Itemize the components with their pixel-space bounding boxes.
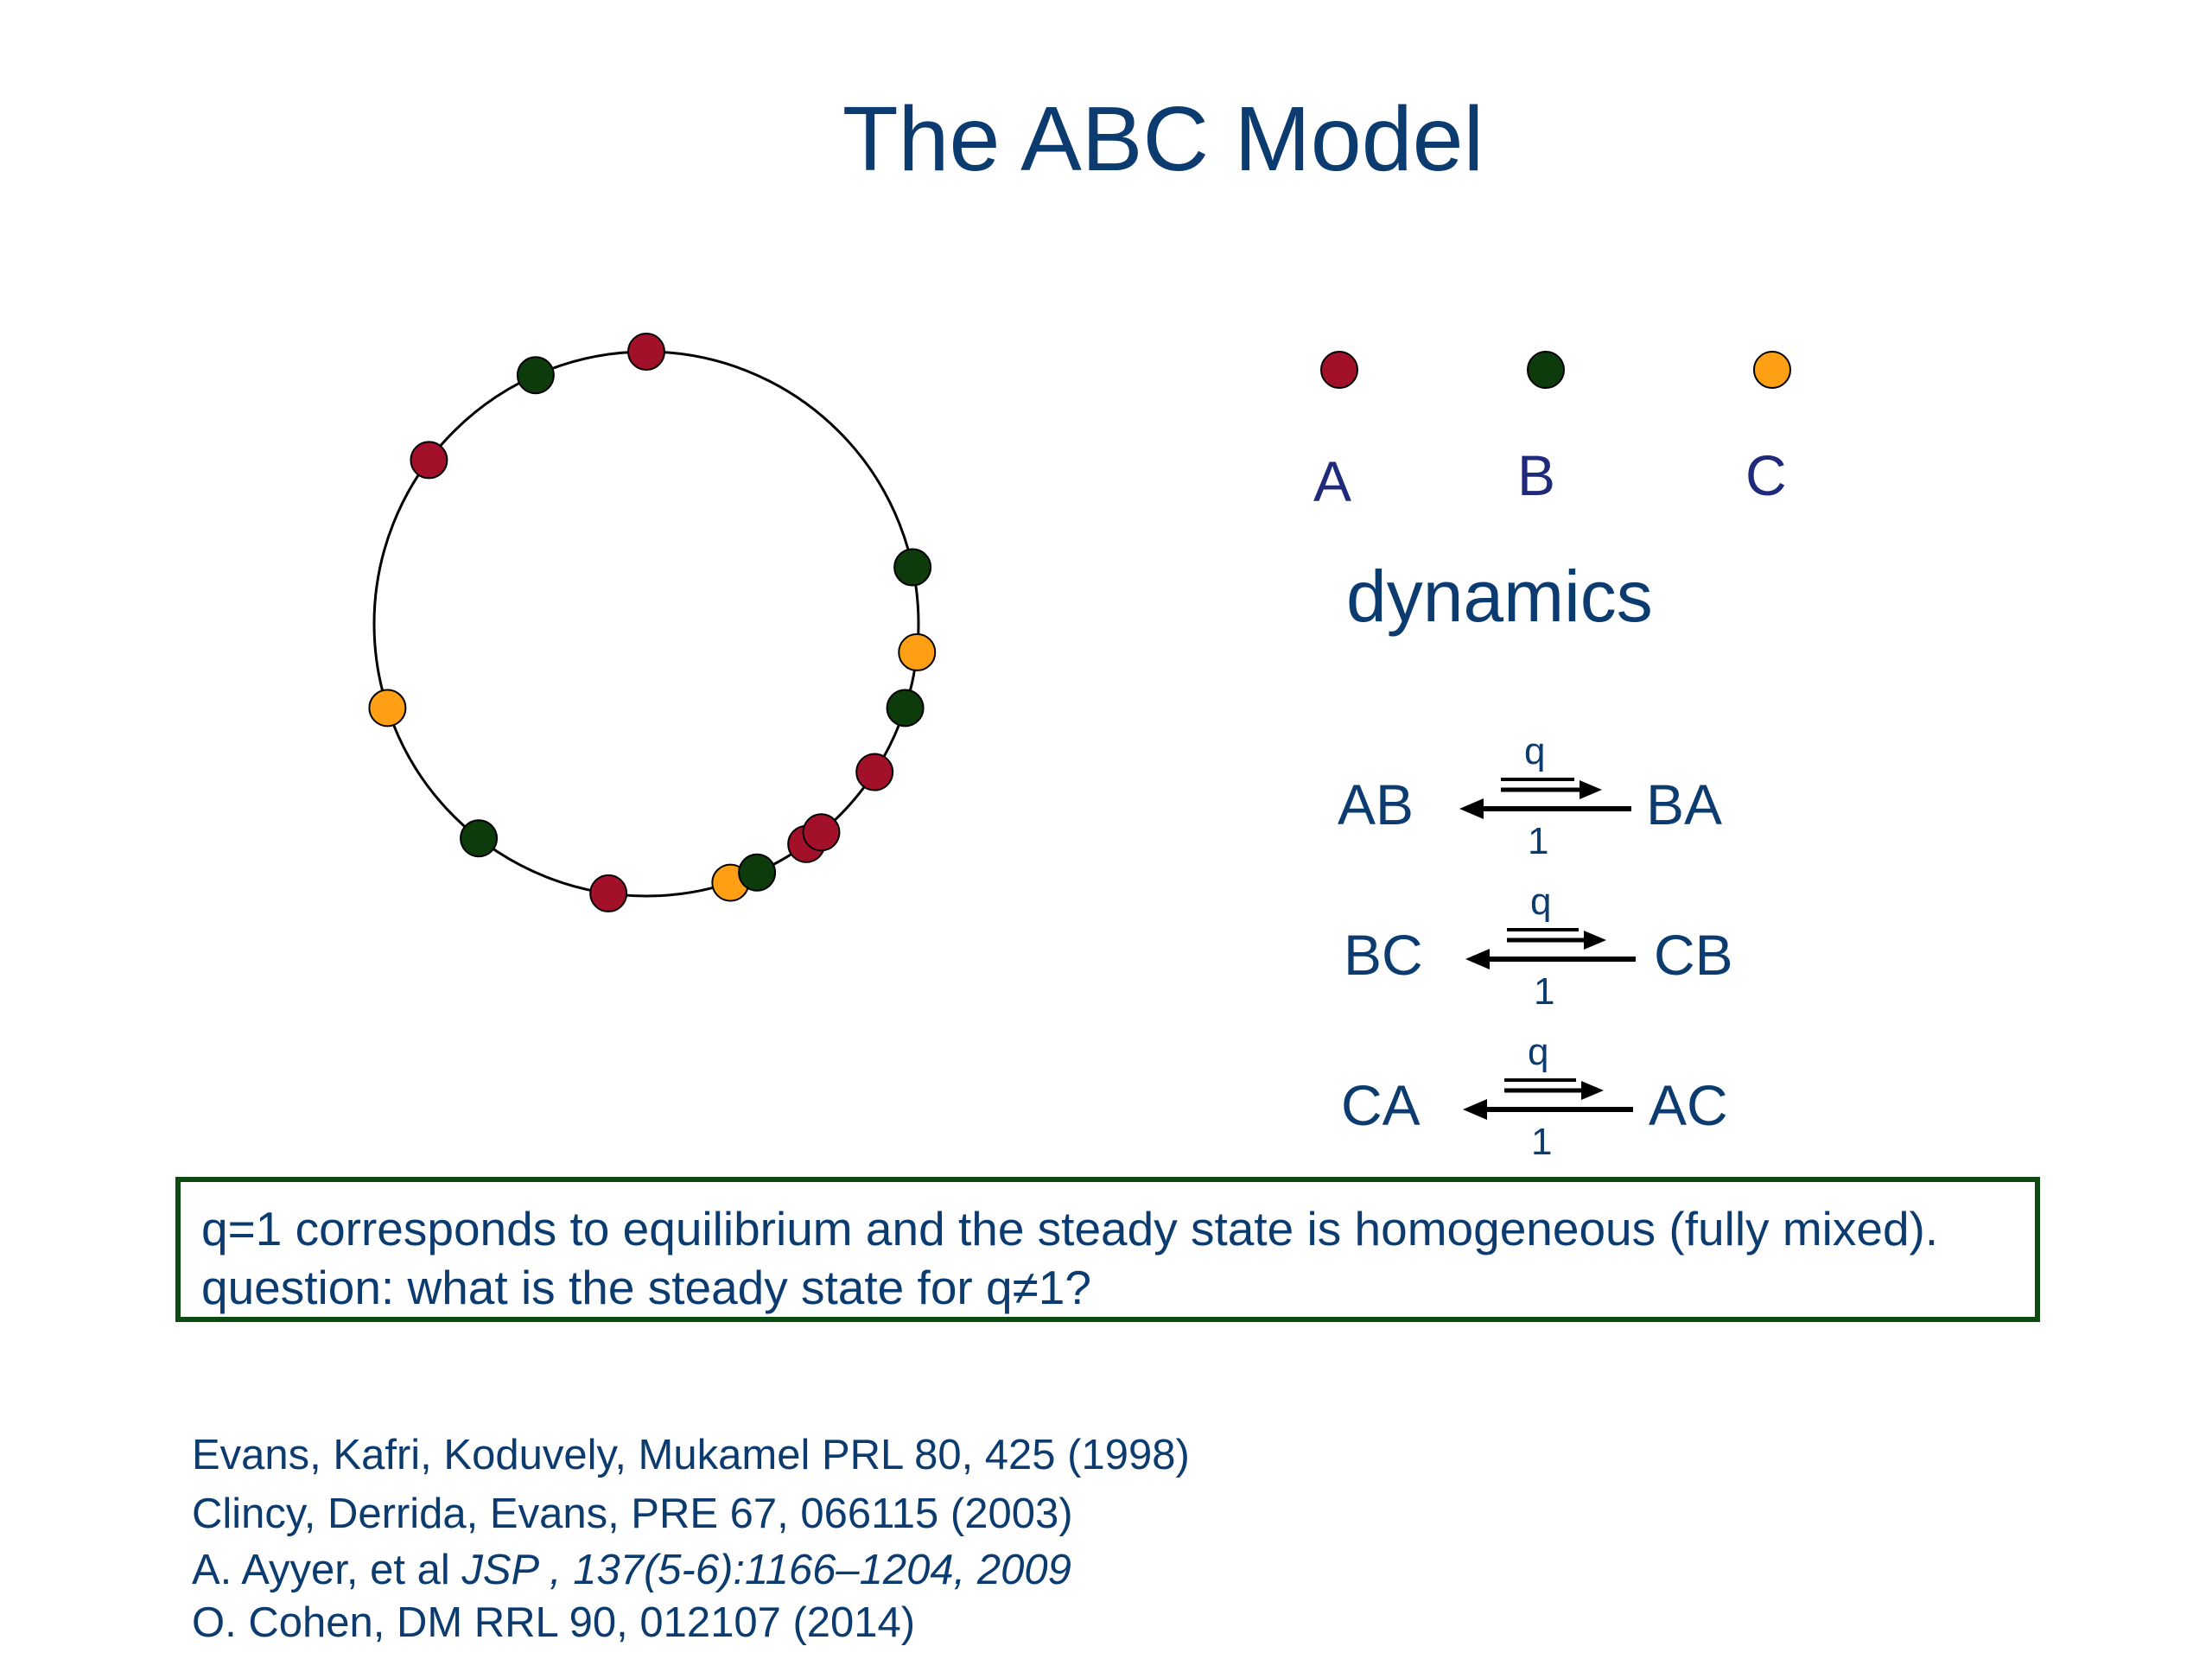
legend-label-c: C [1745, 443, 1787, 507]
ring-particle-b [886, 689, 925, 728]
legend-dot-b [1527, 351, 1565, 389]
legend-dot-a [1320, 351, 1358, 389]
reaction-2-arrows [1465, 928, 1636, 969]
reference-1: Evans, Kafri, Koduvely, Mukamel PRL 80, … [192, 1432, 1190, 1478]
ring-particle-c [898, 632, 937, 671]
reference-2: Clincy, Derrida, Evans, PRE 67, 066115 (… [192, 1491, 1073, 1537]
reaction-1-backward-rate: 1 [1528, 820, 1549, 862]
ring-circle [372, 350, 920, 898]
ring-particle-a [627, 333, 665, 371]
ring-particle-b [738, 853, 777, 892]
legend-label-b: B [1517, 443, 1556, 507]
slide-title: The ABC Model [842, 88, 1484, 190]
reaction-2-right: CB [1654, 923, 1733, 987]
ring-particle-c [368, 689, 407, 728]
legend-dot-c [1753, 351, 1791, 389]
reaction-2-backward-rate: 1 [1534, 970, 1555, 1013]
ring-particle-b [516, 356, 555, 395]
ring-particle-a [855, 753, 894, 791]
reaction-3-forward-rate: q [1528, 1031, 1549, 1073]
note-line-2: question: what is the steady state for q… [201, 1261, 1091, 1314]
ring-particle-a [410, 441, 448, 480]
reaction-2-forward-rate: q [1530, 880, 1552, 923]
reaction-3-arrows [1463, 1078, 1633, 1120]
reaction-1-arrows [1459, 778, 1631, 819]
reaction-3-backward-rate: 1 [1531, 1121, 1553, 1163]
ring-particle-b [893, 548, 932, 587]
reference-4: O. Cohen, DM RRL 90, 012107 (2014) [192, 1599, 916, 1646]
reference-3-journal: JSP , 137(5-6):1166–1204, 2009 [461, 1547, 1071, 1593]
note-line-1: q=1 corresponds to equilibrium and the s… [201, 1202, 1939, 1255]
reaction-3-left: CA [1341, 1073, 1421, 1137]
reaction-1-left: AB [1338, 772, 1414, 836]
reference-3: A. Ayyer, et al JSP , 137(5-6):1166–1204… [192, 1549, 1071, 1592]
ring-particle-a [589, 874, 628, 912]
ring-particle-b [460, 819, 499, 858]
reaction-3-right: AC [1649, 1073, 1728, 1137]
ring-particle-a [802, 813, 841, 852]
note-box: q=1 corresponds to equilibrium and the s… [175, 1177, 2040, 1322]
dynamics-heading: dynamics [1346, 556, 1653, 637]
reaction-2-left: BC [1344, 923, 1423, 987]
legend-label-a: A [1313, 449, 1352, 513]
reaction-1-right: BA [1646, 772, 1723, 836]
reference-3-prefix: A. Ayyer, et al [192, 1547, 462, 1593]
reaction-1-forward-rate: q [1524, 730, 1546, 772]
